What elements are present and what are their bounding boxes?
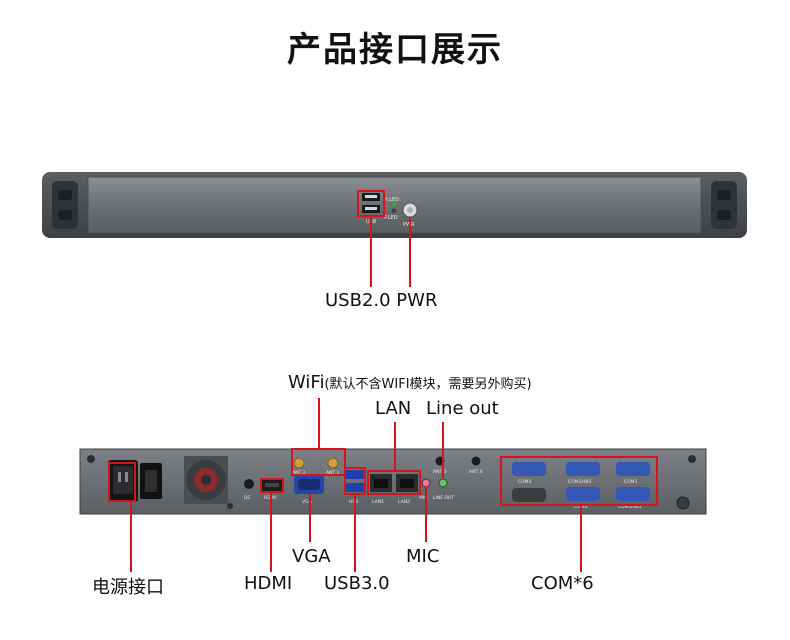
- line-out-label: Line out: [426, 398, 499, 419]
- hdmi-highlight: [260, 478, 284, 493]
- hdd-led: [391, 201, 397, 207]
- mic-leader: [425, 488, 427, 542]
- line-out-jack: [438, 478, 448, 488]
- front-hled-label: H.LED: [384, 197, 399, 203]
- front-pwr-label: PWR: [403, 222, 415, 228]
- lan-leader: [394, 422, 396, 470]
- com-ports: [512, 462, 650, 502]
- com-highlight: [500, 456, 658, 506]
- fan-grille: [184, 456, 228, 504]
- lan-highlight: [367, 470, 421, 495]
- front-chassis: [42, 172, 747, 238]
- rear-lan2-label: LAN2: [398, 499, 410, 505]
- rear-ant3-label: ANT 3: [433, 469, 447, 475]
- rear-chassis: [79, 448, 707, 515]
- power-leader: [130, 502, 132, 572]
- com-label: COM*6: [531, 573, 594, 594]
- left-rack-ear: [52, 181, 78, 229]
- front-usb-leader: [370, 217, 372, 287]
- wifi-label: WiFi: [288, 372, 325, 393]
- rear-ant4-label: ANT 4: [469, 469, 483, 475]
- rear-vga-label: VGA: [302, 499, 313, 505]
- rear-hdmi-port: [262, 480, 282, 491]
- mic-jack: [421, 478, 431, 488]
- hdmi-label: HDMI: [244, 573, 293, 594]
- power-label: 电源接口: [92, 577, 164, 598]
- usb3-label: USB3.0: [324, 573, 390, 594]
- rear-lan-ports: [370, 474, 418, 492]
- rear-com2-label: COM2/485: [568, 479, 592, 485]
- dc-jack: [244, 479, 254, 489]
- rear-com3-label: COM3: [518, 479, 532, 485]
- wifi-leader: [318, 398, 320, 448]
- rear-lan1-label: LAN1: [372, 499, 384, 505]
- power-led: [391, 208, 397, 214]
- rear-vga-port: [294, 475, 324, 494]
- front-callout-label: USB2.0 PWR: [325, 290, 438, 311]
- rear-lineout-label: LINE OUT: [433, 495, 454, 501]
- wifi-highlight: [291, 448, 346, 476]
- ant4-hole: [471, 456, 481, 466]
- wifi-note: (默认不含WIFI模块，需要另外购买): [324, 377, 532, 392]
- power-switch: [140, 463, 162, 499]
- power-button: [402, 202, 418, 218]
- front-pwr-leader: [409, 217, 411, 287]
- com-leader: [580, 506, 582, 572]
- page-title: 产品接口展示: [287, 30, 503, 70]
- vga-leader: [309, 494, 311, 542]
- rear-ant2-label: ANT 2: [292, 470, 306, 476]
- mic-label: MIC: [406, 546, 440, 567]
- wifi-callout: WiFi(默认不含WIFI模块，需要另外购买): [288, 372, 532, 393]
- usb3-leader: [354, 495, 356, 572]
- lan-label: LAN: [375, 398, 412, 419]
- rear-com5-label: COM5/485: [618, 504, 642, 510]
- rear-mic-label: MIC: [419, 495, 427, 501]
- ac-power-inlet: [108, 460, 138, 502]
- right-rack-ear: [711, 181, 737, 229]
- rear-dc-label: DC: [244, 495, 251, 501]
- front-pled-label: P.LED: [384, 215, 398, 221]
- usb3-highlight: [344, 467, 366, 495]
- wifi-antenna-ports: [293, 457, 339, 469]
- rear-usb3-ports: [346, 470, 364, 492]
- rear-usb-label: USB: [349, 499, 358, 505]
- power-inlet-highlight: [108, 462, 136, 502]
- rear-ant1-label: ANT 1: [326, 470, 340, 476]
- line-out-leader: [442, 422, 444, 478]
- front-usb-highlight: [357, 190, 385, 217]
- rear-com1-label: COM1: [624, 479, 638, 485]
- hdmi-leader: [270, 493, 272, 572]
- front-usb-ports: [362, 193, 380, 213]
- vga-label: VGA: [292, 546, 331, 567]
